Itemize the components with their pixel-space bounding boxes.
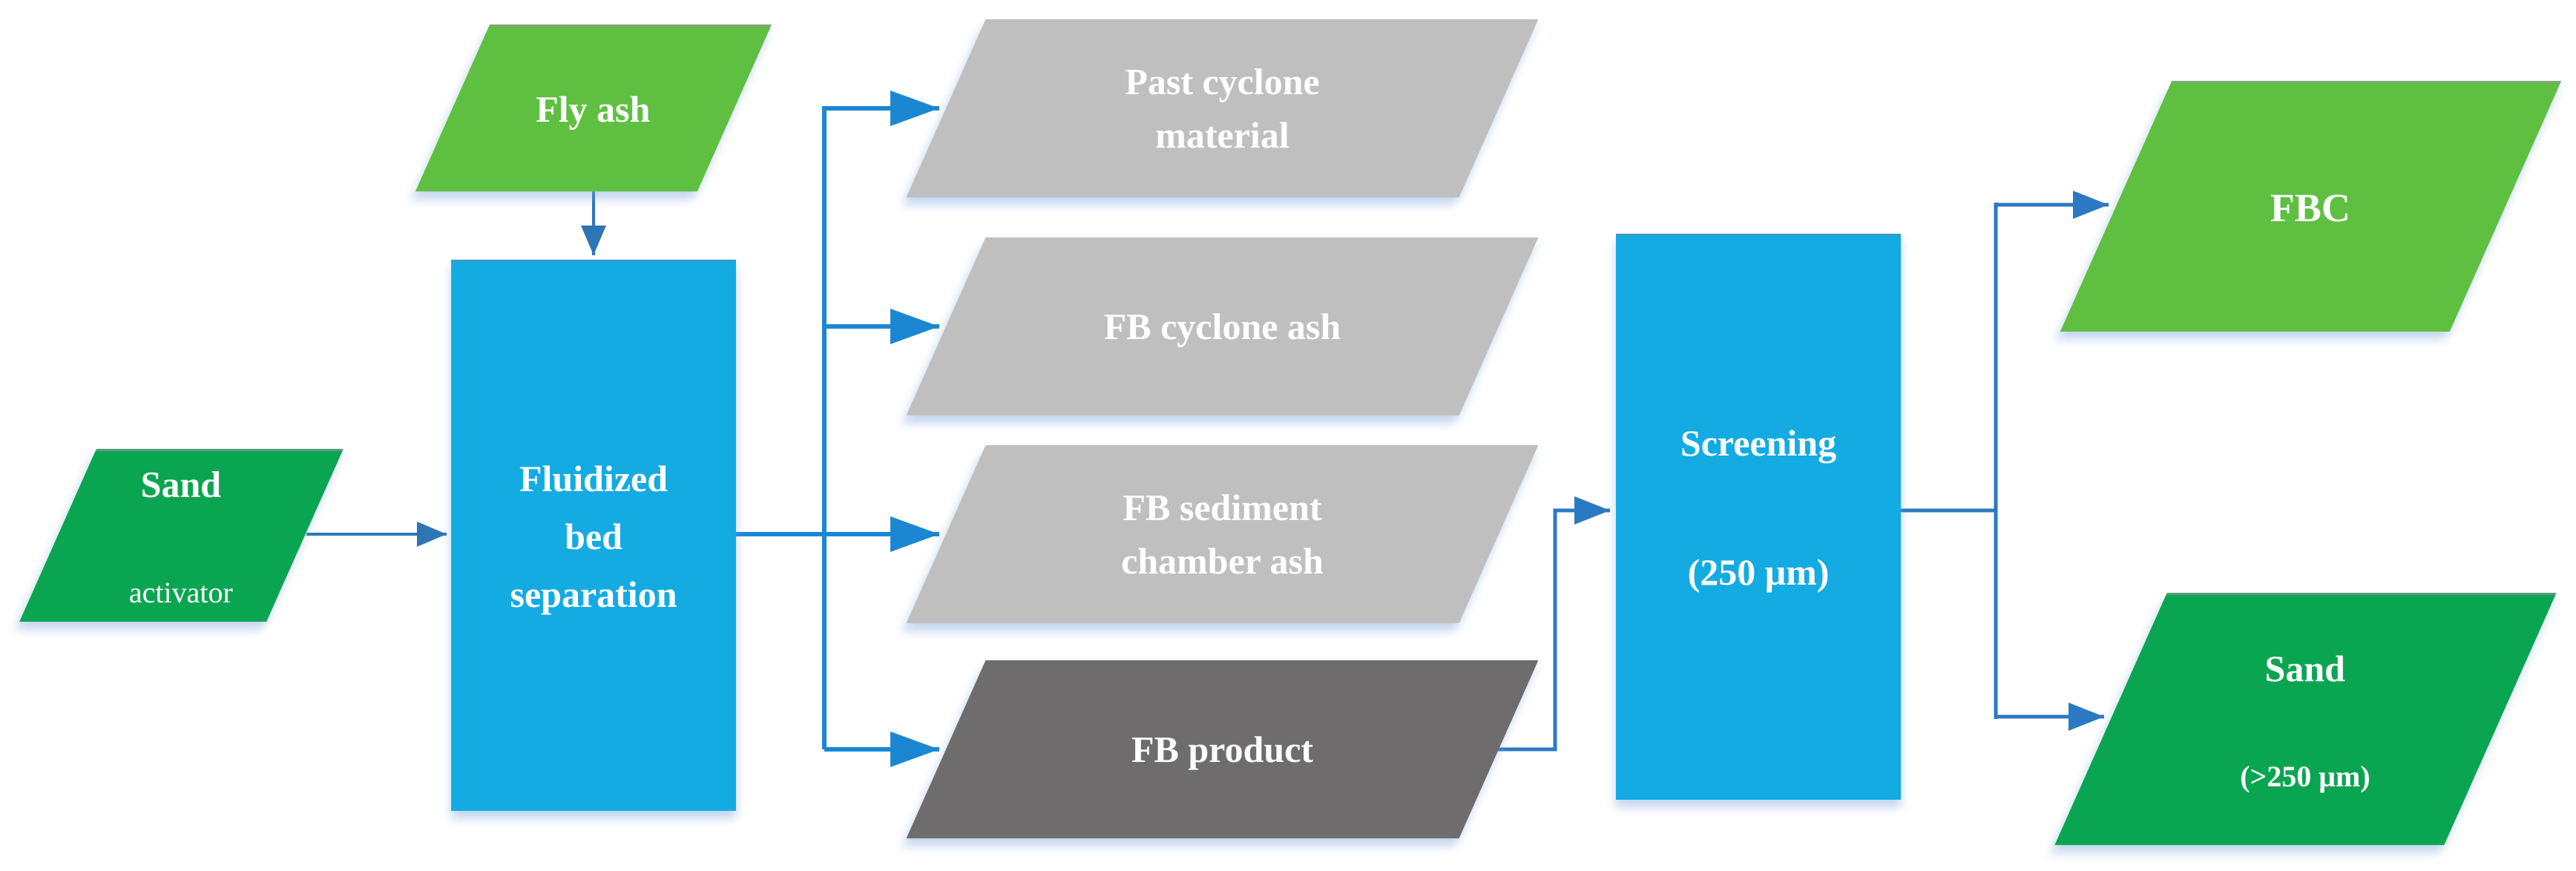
node-fluidized-bed-separation: Fluidized bed separation [451, 260, 736, 811]
node-label: Screening [1680, 422, 1837, 464]
node-label: Sand [140, 464, 222, 505]
node-fb-sediment-chamber-ash: FB sediment chamber ash [906, 445, 1539, 623]
node-sublabel: activator [128, 576, 233, 609]
node-label-line: Past cyclone [1125, 61, 1320, 102]
node-label-line: chamber ash [1121, 540, 1324, 582]
node-label-line: Fluidized [519, 458, 668, 499]
node-sand-output: Sand (>250 μm) [2054, 593, 2557, 845]
node-label: FB product [1131, 729, 1313, 770]
node-label: Fly ash [536, 88, 651, 130]
node-sublabel: (>250 μm) [2240, 759, 2370, 793]
node-label-line: bed [565, 516, 622, 557]
node-label-line: material [1155, 114, 1289, 156]
node-label: Sand [2264, 647, 2346, 689]
node-fb-cyclone-ash: FB cyclone ash [906, 237, 1539, 415]
node-label: FBC [2270, 185, 2350, 230]
node-fbc: FBC [2060, 81, 2562, 332]
node-past-cyclone-material: Past cyclone material [906, 19, 1539, 197]
node-screening: Screening (250 μm) [1616, 234, 1901, 800]
node-label-line: FB sediment [1123, 487, 1322, 528]
node-sand-input: Sand activator [19, 449, 344, 622]
node-label-line: separation [510, 573, 677, 615]
node-sublabel: (250 μm) [1687, 551, 1830, 593]
node-label: FB cyclone ash [1103, 306, 1341, 347]
node-fly-ash: Fly ash [415, 24, 772, 191]
node-fb-product: FB product [906, 660, 1539, 838]
